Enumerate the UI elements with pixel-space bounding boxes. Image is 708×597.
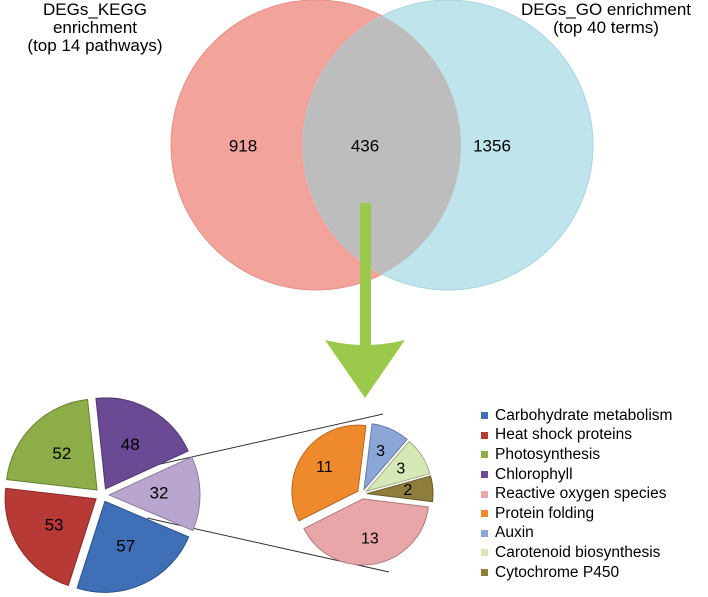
pie-data-label: 3 <box>396 461 405 478</box>
arrow-head <box>325 340 405 398</box>
legend-item: Cytochrome P450 <box>481 563 707 583</box>
pie-data-label: 13 <box>361 530 379 547</box>
pie-data-label: 32 <box>150 484 169 503</box>
pie-data-label: 11 <box>316 459 333 476</box>
pie-slice <box>4 487 97 587</box>
legend-swatch <box>481 549 488 557</box>
pie-slice <box>363 423 408 492</box>
set-title-go: DEGs_GO enrichment (top 40 terms) <box>511 1 701 37</box>
venn-overlap <box>303 0 461 290</box>
arrow-shaft <box>360 203 371 370</box>
pie-data-label: 3 <box>376 443 385 460</box>
pie-slice <box>366 475 434 503</box>
connector-top <box>146 413 384 468</box>
legend-swatch <box>481 569 488 577</box>
pie-slice <box>364 440 431 493</box>
legend-item: Protein folding <box>481 504 707 524</box>
count-overlap: 436 <box>351 136 379 155</box>
pie-data-label: 48 <box>121 435 140 454</box>
legend-swatch <box>481 510 488 518</box>
legend-label: Auxin <box>495 524 534 542</box>
set-title-kegg: DEGs_KEGG enrichment (top 14 pathways) <box>0 1 190 55</box>
legend-label: Carbohydrate metabolism <box>495 406 673 424</box>
set-title-kegg-line2: (top 14 pathways) <box>27 36 163 55</box>
legend-label: Carotenoid biosynthesis <box>495 543 661 561</box>
legend-item: Auxin <box>481 524 707 544</box>
legend-item: Reactive oxygen species <box>481 484 707 504</box>
count-kegg-only: 918 <box>229 136 257 155</box>
set-title-go-line1: DEGs_GO enrichment <box>520 0 692 19</box>
legend-item: Carbohydrate metabolism <box>481 406 707 426</box>
legend-item: Chlorophyll <box>481 465 707 485</box>
pie-data-label: 57 <box>116 536 135 555</box>
legend-item: Carotenoid biosynthesis <box>481 543 707 563</box>
pie-slice <box>291 424 367 522</box>
pie-data-label: 2 <box>403 482 412 499</box>
legend-swatch <box>481 451 488 459</box>
set-title-kegg-line1: DEGs_KEGG enrichment <box>43 0 147 37</box>
set-title-go-line2: (top 40 terms) <box>553 18 659 37</box>
pie-sub: 13 11 33 2 <box>291 423 434 566</box>
legend-swatch <box>481 471 488 479</box>
pie-slice <box>76 500 190 593</box>
pie-slice <box>6 398 98 491</box>
legend-label: Protein folding <box>495 504 595 522</box>
pie-slice <box>95 397 189 490</box>
legend-label: Chlorophyll <box>495 465 573 483</box>
count-go-only: 1356 <box>473 136 511 155</box>
legend-label: Heat shock proteins <box>495 426 632 444</box>
legend-swatch <box>481 431 488 439</box>
legend-swatch <box>481 529 488 537</box>
legend-label: Reactive oxygen species <box>495 485 667 503</box>
legend-label: Cytochrome P450 <box>495 563 620 581</box>
pie-data-label: 53 <box>45 515 64 534</box>
legend-item: Photosynthesis <box>481 445 707 465</box>
pie-slice <box>303 498 429 566</box>
pie-data-label: 52 <box>52 444 71 463</box>
legend-item: Heat shock proteins <box>481 426 707 446</box>
pie-main: 57 53 52 48 32 <box>4 397 201 593</box>
legend-swatch <box>481 412 488 420</box>
legend-label: Photosynthesis <box>495 445 601 463</box>
pie-slice <box>107 456 201 532</box>
legend-swatch <box>481 490 488 498</box>
